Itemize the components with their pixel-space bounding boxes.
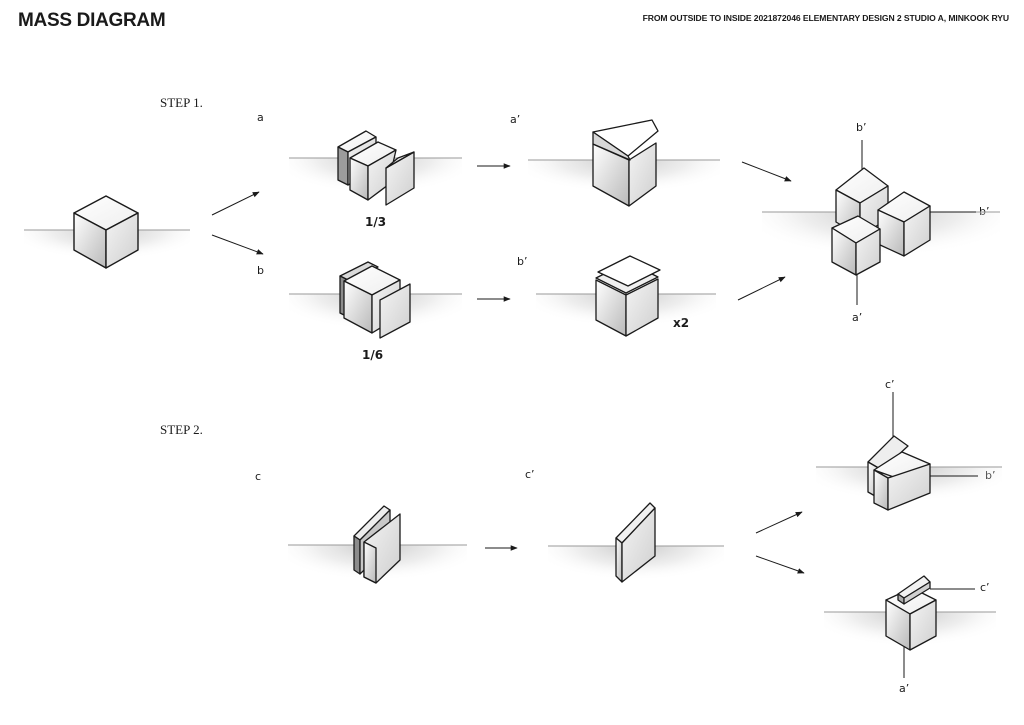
- final-cluster-group: [762, 140, 1000, 305]
- label-b: b: [257, 264, 264, 277]
- fraction-one-third: 1/3: [365, 215, 387, 229]
- step2-lower-result-shape: [885, 575, 937, 651]
- label-b-prime: b’: [517, 255, 528, 268]
- arrow-to-step2-bottom: [755, 555, 805, 574]
- label-c-prime: c’: [525, 468, 535, 481]
- step2-label-top: c’: [885, 378, 895, 391]
- step2-upper-result-group: [816, 392, 1002, 525]
- initial-cube-group: [24, 195, 190, 280]
- step2-label-right-c: c’: [980, 581, 990, 594]
- step2-lower-result-group: [824, 575, 996, 678]
- label-a-prime: a’: [510, 113, 521, 126]
- step2-upper-result-shape: [867, 435, 931, 511]
- split-c-shape: [353, 505, 401, 584]
- arrow-to-b: [211, 234, 264, 255]
- final-label-bottom: a’: [852, 311, 863, 324]
- split-thirds-group: [289, 130, 462, 218]
- final-cluster-shape: [831, 167, 931, 276]
- cube-b-prime-shape: [595, 255, 661, 337]
- step-1-heading: STEP 1.: [160, 95, 203, 110]
- arrow-to-a: [211, 191, 260, 216]
- label-a: a: [257, 111, 264, 124]
- split-sixths-shape: [339, 261, 411, 339]
- cube-b-prime-group: [536, 255, 716, 349]
- cube-a-prime-shape: [592, 119, 659, 207]
- slab-c-prime-group: [548, 502, 724, 604]
- step2-label-bottom: a’: [899, 682, 910, 695]
- page-title: MASS DIAGRAM: [18, 10, 166, 31]
- split-sixths-group: [289, 261, 462, 354]
- cube-shape: [73, 195, 139, 269]
- label-c: c: [255, 470, 262, 483]
- split-c-group: [288, 505, 467, 605]
- step-2-heading: STEP 2.: [160, 422, 203, 437]
- arrow-to-final-top: [741, 161, 792, 182]
- cube-a-prime-group: [528, 119, 720, 215]
- final-label-top: b’: [856, 121, 867, 134]
- arrow-to-step2-top: [755, 511, 803, 534]
- split-thirds-shape: [337, 130, 415, 206]
- slab-c-prime-shape: [615, 502, 656, 583]
- credit-line: FROM OUTSIDE TO INSIDE 2021872046 ELEMEN…: [642, 13, 1010, 23]
